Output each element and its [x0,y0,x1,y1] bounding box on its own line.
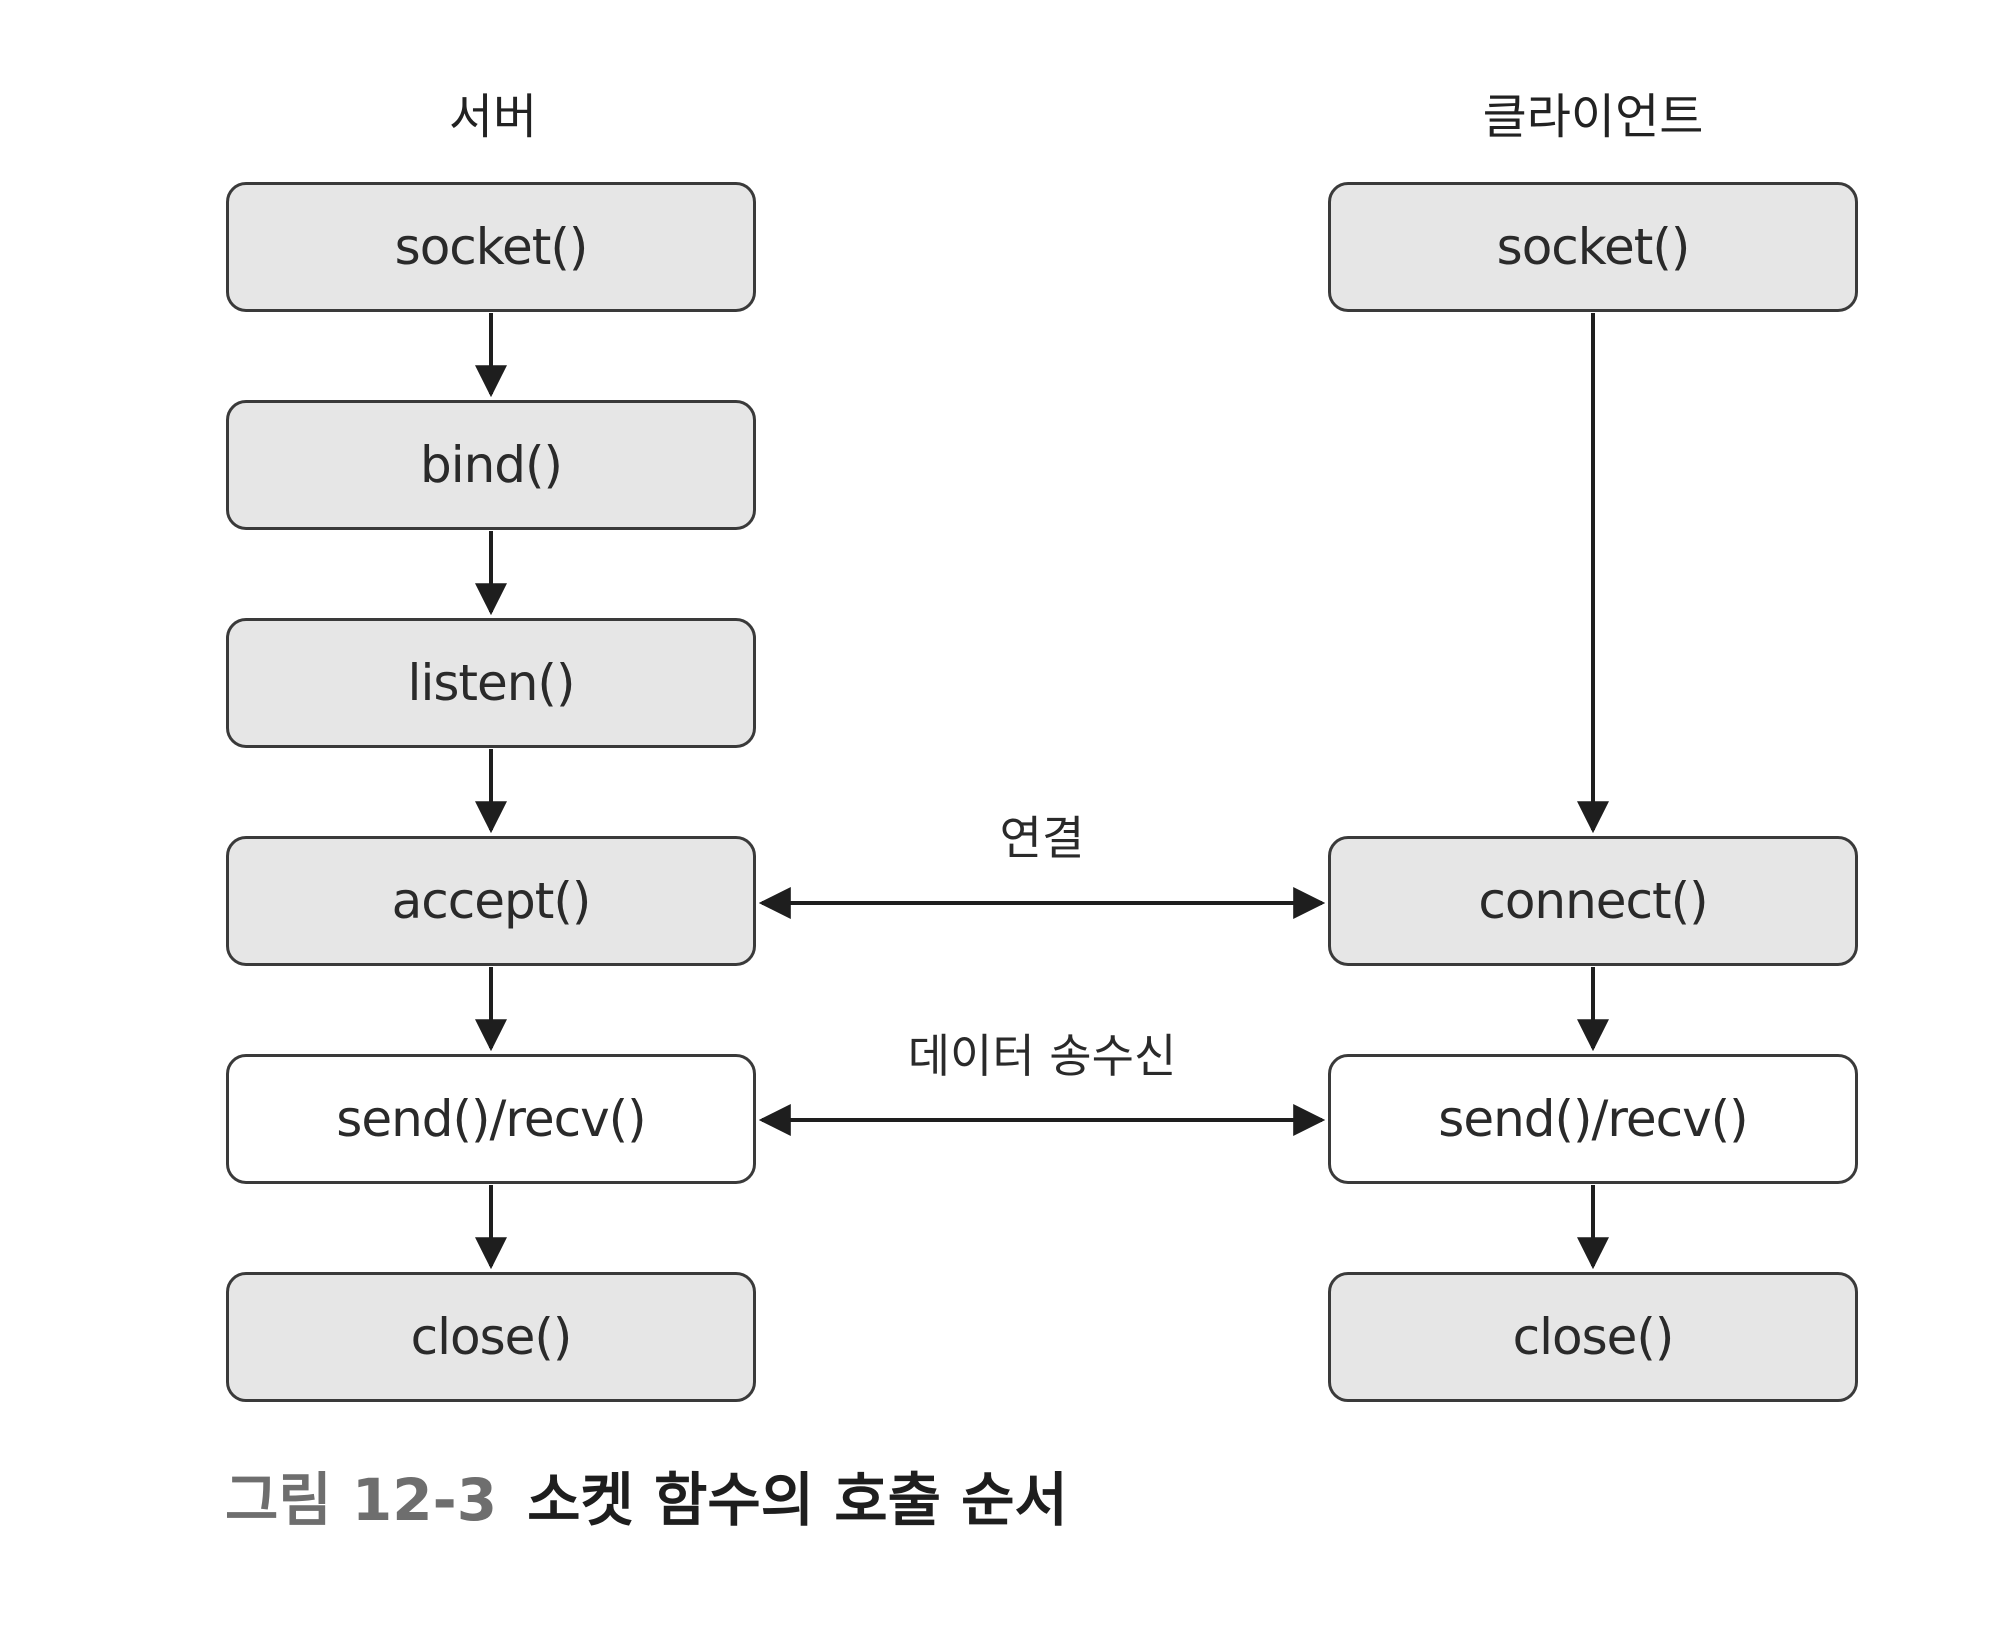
server-column-title: 서버 [448,89,538,145]
figure-caption: 그림 12-3 소켓 함수의 호출 순서 [225,1460,1068,1540]
client-socket-box: socket() [1328,182,1858,312]
server-bind-box: bind() [226,400,756,530]
client-sendrecv-box: send()/recv() [1328,1054,1858,1184]
data-transfer-label: 데이터 송수신 [907,1029,1177,1083]
server-close-box: close() [226,1272,756,1402]
server-socket-box: socket() [226,182,756,312]
server-sendrecv-box: send()/recv() [226,1054,756,1184]
client-column-title: 클라이언트 [1482,89,1704,145]
figure-number: 그림 12-3 [225,1466,498,1534]
server-listen-box: listen() [226,618,756,748]
server-accept-box: accept() [226,836,756,966]
client-close-box: close() [1328,1272,1858,1402]
client-connect-box: connect() [1328,836,1858,966]
figure-caption-text: 소켓 함수의 호출 순서 [527,1466,1068,1534]
connection-label: 연결 [999,811,1085,865]
